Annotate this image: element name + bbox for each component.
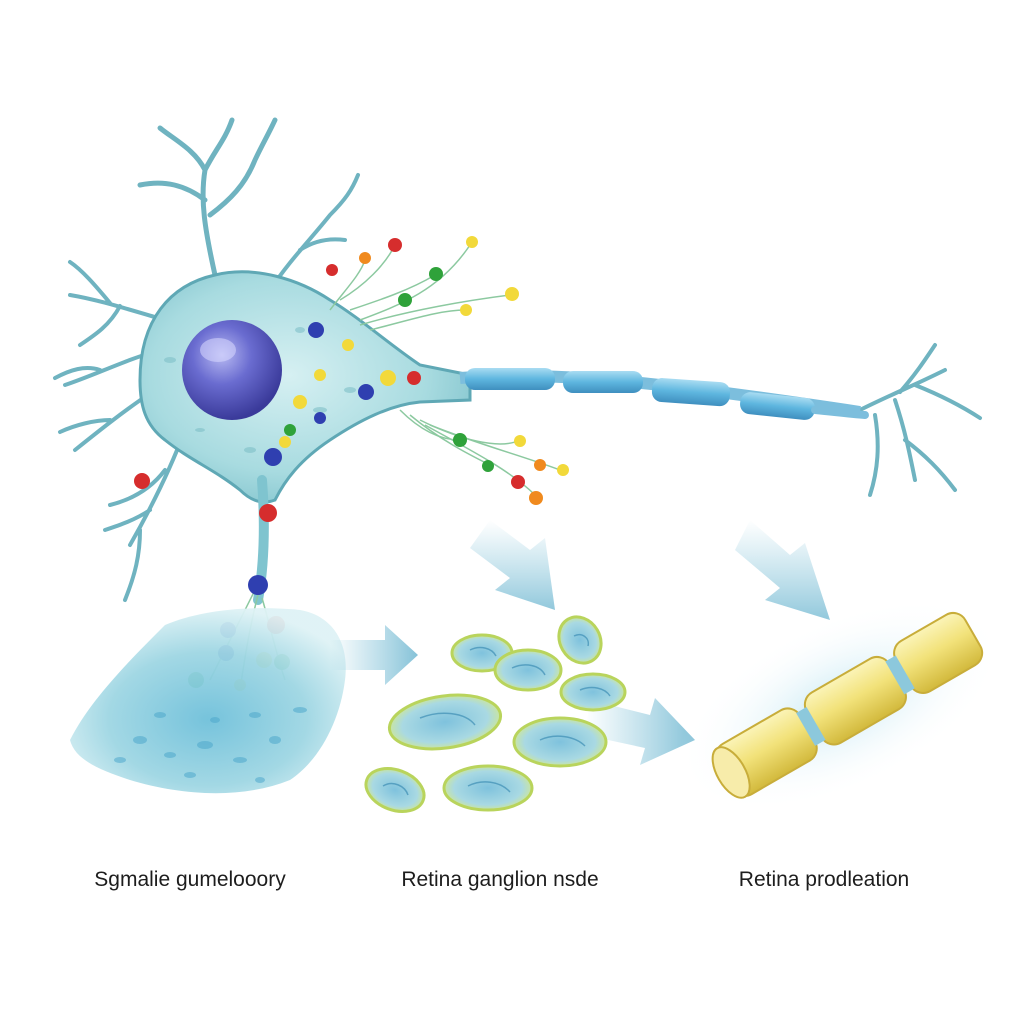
ganglion-cell-cores bbox=[382, 634, 611, 796]
flow-arrows bbox=[330, 520, 830, 765]
tube-node-2 bbox=[885, 655, 915, 695]
axon-tail bbox=[811, 406, 869, 419]
tube-node-1 bbox=[796, 707, 826, 746]
cell-6 bbox=[512, 716, 608, 768]
caption-left: Sgmalie gumelooory bbox=[94, 868, 286, 891]
dendrite-top-right bbox=[268, 173, 360, 292]
caption-right: Retina prodleation bbox=[738, 868, 910, 891]
myelin-segment-4 bbox=[740, 392, 815, 420]
tube-end-cap bbox=[711, 746, 751, 799]
dendrite-axon-terminal bbox=[858, 343, 982, 497]
caption-middle: Retina ganglion nsde bbox=[401, 868, 599, 891]
nucleus bbox=[182, 320, 282, 420]
myelin-segment-3 bbox=[651, 378, 731, 407]
ganglion-cells bbox=[364, 615, 627, 813]
cell-2 bbox=[493, 648, 563, 692]
arrow-pool-to-cells bbox=[330, 625, 418, 685]
dendrite-top bbox=[137, 117, 278, 278]
soma-texture bbox=[164, 327, 356, 453]
dendrite-left bbox=[53, 260, 167, 452]
myelin-segment-1 bbox=[465, 368, 555, 390]
myelin-tube bbox=[711, 611, 984, 799]
pool-droplets bbox=[114, 707, 307, 783]
cell-5 bbox=[387, 693, 503, 751]
cell-8 bbox=[442, 764, 534, 812]
arrow-cells-to-myelin bbox=[585, 698, 695, 765]
axon bbox=[459, 368, 869, 420]
myelin-segment-2 bbox=[563, 371, 643, 393]
cell-4 bbox=[559, 672, 627, 712]
cell-3 bbox=[557, 615, 603, 665]
nucleus-highlight bbox=[200, 338, 236, 362]
vesicle-pool bbox=[70, 608, 346, 794]
cell-7 bbox=[364, 767, 426, 813]
dendrite-bottom-left bbox=[103, 428, 187, 602]
arrow-axon-to-cells bbox=[470, 520, 555, 610]
arrow-terminal-to-myelin bbox=[735, 520, 830, 620]
